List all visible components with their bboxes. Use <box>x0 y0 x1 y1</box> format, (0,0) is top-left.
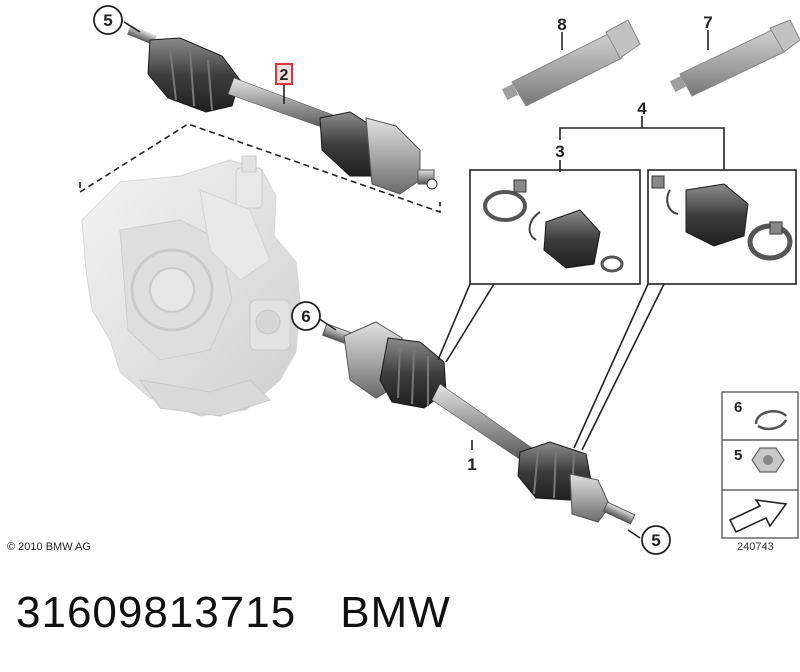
lower-drive-shaft <box>322 321 636 525</box>
legend-item-6: 6 <box>734 399 788 431</box>
callout-7[interactable]: 7 <box>703 13 712 32</box>
leader-lines <box>123 21 709 539</box>
snap-ring-icon <box>754 410 787 425</box>
callout-8[interactable]: 8 <box>557 15 566 34</box>
upper-drive-shaft <box>127 25 438 195</box>
svg-text:3: 3 <box>555 142 564 161</box>
diagram-reference-number: 240743 <box>737 541 774 553</box>
callout-4[interactable]: 4 <box>637 99 647 118</box>
kit-box-4-contents <box>651 175 793 261</box>
callout-5-bottom[interactable]: 5 <box>641 525 671 555</box>
copyright-text: © 2010 BMW AG <box>7 541 91 553</box>
svg-text:8: 8 <box>557 15 566 34</box>
part-number: 31609813715 <box>16 588 297 637</box>
svg-text:5: 5 <box>651 531 660 550</box>
brand-name: BMW <box>340 588 451 637</box>
transmission-illustration <box>81 155 301 417</box>
svg-text:6: 6 <box>301 307 310 326</box>
bracket-4 <box>559 127 725 170</box>
callout-1[interactable]: 1 <box>467 455 476 474</box>
callout-3[interactable]: 3 <box>555 142 564 161</box>
callout-2-highlighted[interactable]: 2 <box>275 63 293 85</box>
callout-5-top[interactable]: 5 <box>93 5 123 35</box>
arrow-icon <box>728 498 788 534</box>
grease-tube-8 <box>501 19 641 107</box>
grease-tube-7 <box>669 19 800 97</box>
svg-text:4: 4 <box>637 99 647 118</box>
kit-box-3-contents <box>483 179 624 273</box>
svg-text:7: 7 <box>703 13 712 32</box>
svg-text:2: 2 <box>280 67 289 84</box>
svg-text:6: 6 <box>734 399 742 416</box>
legend-item-5: 5 <box>734 447 785 473</box>
svg-text:5: 5 <box>734 447 742 464</box>
callout-6[interactable]: 6 <box>291 301 321 331</box>
svg-text:1: 1 <box>467 455 476 474</box>
part-caption: 31609813715 BMW <box>16 588 451 638</box>
svg-text:5: 5 <box>103 11 112 30</box>
